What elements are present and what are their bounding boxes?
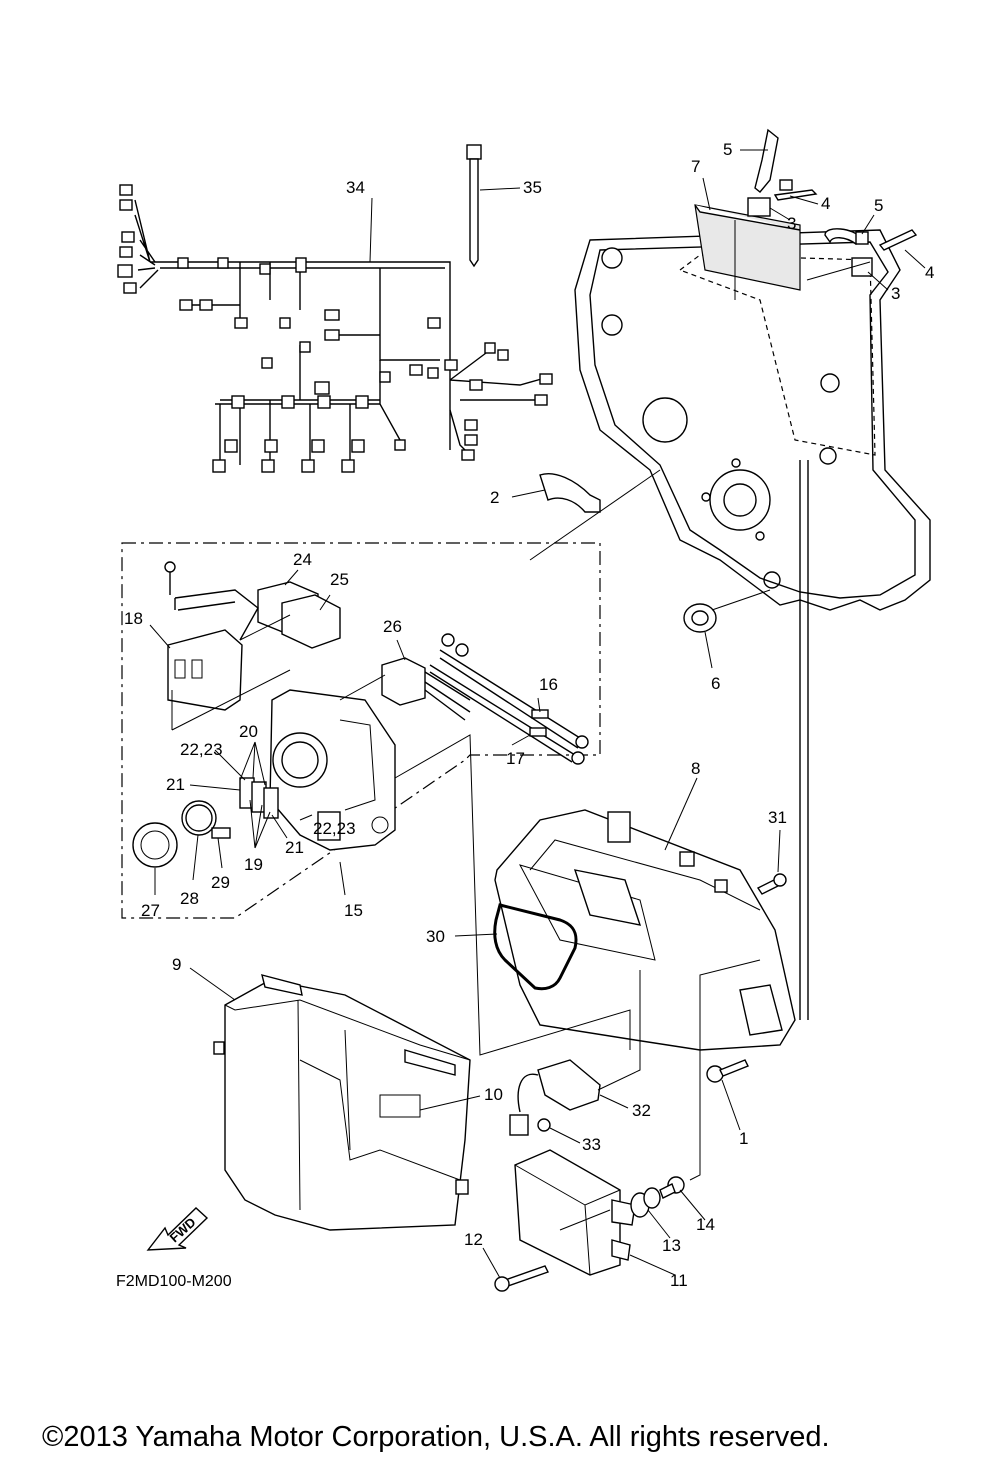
callout-12: 12 (464, 1230, 483, 1249)
sensor (381, 657, 471, 721)
grommet (683, 589, 771, 633)
callout-4a: 4 (821, 194, 830, 213)
grommet-set (630, 1176, 685, 1218)
callout-9: 9 (172, 955, 181, 974)
callout-22-23-a: 22,23 (180, 740, 223, 759)
callout-18: 18 (124, 609, 143, 628)
callout-25: 25 (330, 570, 349, 589)
callout-20: 20 (239, 722, 258, 741)
callout-29: 29 (211, 873, 230, 892)
callout-11: 11 (670, 1271, 688, 1290)
callout-24: 24 (293, 550, 312, 569)
wire-harness (117, 184, 553, 473)
callout-19: 19 (244, 855, 263, 874)
callout-35: 35 (523, 178, 542, 197)
gasket (493, 903, 578, 991)
callout-4b: 4 (925, 263, 934, 282)
callout-26: 26 (383, 617, 402, 636)
clamp-set-lower (824, 228, 918, 277)
callout-labels: 34 35 5 7 4 3 5 4 3 2 6 24 25 18 26 16 1… (124, 140, 934, 1290)
callout-1: 1 (739, 1129, 748, 1148)
fuses (211, 777, 279, 839)
bolt-12 (494, 1265, 549, 1292)
cover (213, 974, 471, 1231)
callout-5b: 5 (874, 196, 883, 215)
callout-34: 34 (346, 178, 365, 197)
bolt-1 (706, 1059, 749, 1083)
callout-27: 27 (141, 901, 160, 920)
electrical-box (494, 809, 796, 1051)
forward-arrow-icon: FWD (146, 1207, 209, 1251)
control-unit (514, 1149, 636, 1276)
callout-33: 33 (582, 1135, 601, 1154)
callout-2: 2 (490, 488, 499, 507)
throttle-body (269, 689, 396, 851)
callout-7: 7 (691, 157, 700, 176)
callout-3b: 3 (891, 284, 900, 303)
cap (132, 800, 217, 868)
callout-21-b: 21 (285, 838, 304, 857)
copyright-notice: ©2013 Yamaha Motor Corporation, U.S.A. A… (42, 1421, 830, 1453)
relay-cover (164, 561, 259, 711)
callout-31: 31 (768, 808, 787, 827)
relays (257, 581, 341, 649)
assembly-lines (171, 232, 871, 1231)
callout-16: 16 (539, 675, 558, 694)
clamp-set-upper (747, 128, 818, 217)
callout-5a: 5 (723, 140, 732, 159)
callout-28: 28 (180, 889, 199, 908)
pad (694, 204, 801, 300)
control-rods (429, 633, 589, 765)
callout-14: 14 (696, 1215, 715, 1234)
callout-21-a: 21 (166, 775, 185, 794)
callout-3a: 3 (787, 214, 796, 233)
callout-13: 13 (662, 1236, 681, 1255)
sensor-32 (509, 1059, 601, 1136)
bolt (756, 873, 787, 895)
subassembly-frame (121, 542, 601, 919)
mounting-plate (574, 229, 931, 1020)
callout-15: 15 (344, 901, 363, 920)
callout-22-23-b: 22,23 (313, 819, 356, 838)
clamp (539, 473, 601, 513)
callout-6: 6 (711, 674, 720, 693)
leader-lines (149, 149, 926, 1279)
callout-30: 30 (426, 927, 445, 946)
callout-8: 8 (691, 759, 700, 778)
diagram-code: F2MD100-M200 (116, 1273, 232, 1290)
callout-32: 32 (632, 1101, 651, 1120)
callout-17: 17 (506, 749, 525, 768)
cable-tie (466, 144, 482, 268)
callout-10: 10 (484, 1085, 503, 1104)
